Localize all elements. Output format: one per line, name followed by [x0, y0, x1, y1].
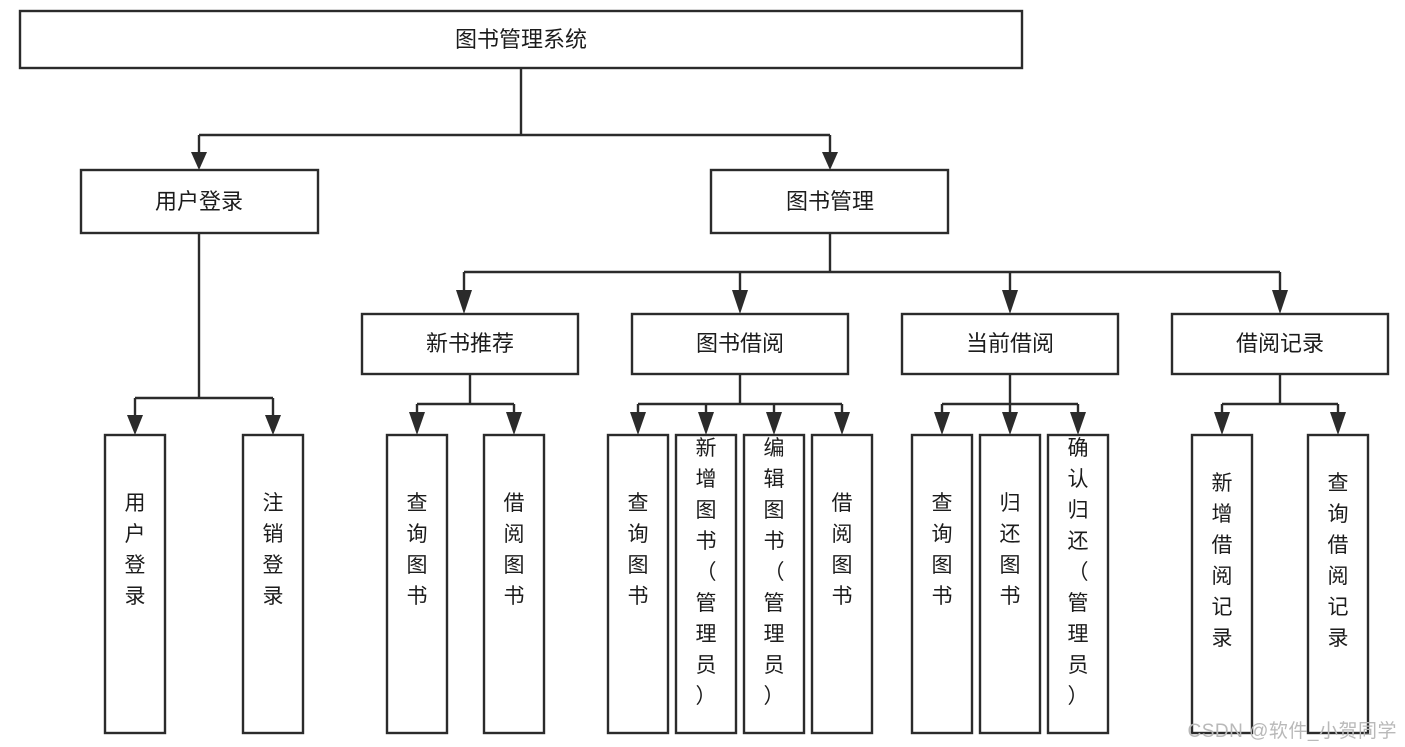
- connector-layer: [127, 69, 1346, 435]
- node-root-box[interactable]: [18, 9, 1024, 70]
- arrow-to-leaf-logout: [265, 415, 281, 435]
- leaf-user-login-box[interactable]: [103, 433, 167, 735]
- leaf-logout[interactable]: 注销登录: [241, 433, 305, 735]
- leaf-bb-query-book-box[interactable]: [606, 433, 670, 735]
- arrow-to-user-login: [191, 152, 207, 170]
- leaf-logout-label: 注销登录: [263, 492, 284, 608]
- arrow-br-leaf-1: [1214, 412, 1230, 435]
- leaf-cb-return-book-box[interactable]: [978, 433, 1042, 735]
- leaf-br-query-record-box[interactable]: [1306, 433, 1370, 735]
- leaf-br-add-record-label: 新增借阅记录: [1212, 472, 1233, 650]
- node-new-book-recommend-box[interactable]: [360, 312, 580, 376]
- node-user-login-box[interactable]: [79, 168, 320, 235]
- node-root[interactable]: 图书管理系统: [18, 9, 1024, 70]
- leaf-cb-query-book-box[interactable]: [910, 433, 974, 735]
- leaf-nbr-borrow-book-box[interactable]: [482, 433, 546, 735]
- leaf-user-login-label: 用户登录: [125, 492, 146, 608]
- arrow-to-borrow-record: [1272, 290, 1288, 314]
- arrow-bb-leaf-2: [698, 412, 714, 435]
- node-user-login[interactable]: 用户登录: [79, 168, 320, 235]
- leaf-logout-box[interactable]: [241, 433, 305, 735]
- leaf-bb-query-book-label: 查询图书: [628, 492, 649, 608]
- leaf-cb-return-book-label: 归还图书: [1000, 492, 1021, 608]
- node-current-borrow[interactable]: 当前借阅: [900, 312, 1120, 376]
- arrow-to-book-borrow: [732, 290, 748, 314]
- leaf-bb-query-book[interactable]: 查询图书: [606, 433, 670, 735]
- leaf-nbr-query-book[interactable]: 查询图书: [385, 433, 449, 735]
- leaf-bb-add-book[interactable]: 新增图书（管理员）: [674, 433, 738, 735]
- node-borrow-record-box[interactable]: [1170, 312, 1390, 376]
- arrow-bb-leaf-1: [630, 412, 646, 435]
- arrow-to-book-manage: [822, 152, 838, 170]
- arrow-bb-leaf-3: [766, 412, 782, 435]
- leaf-bb-add-book-box[interactable]: [674, 433, 738, 735]
- leaf-br-add-record-box[interactable]: [1190, 433, 1254, 735]
- leaf-bb-borrow-book-box[interactable]: [810, 433, 874, 735]
- leaf-cb-return-book[interactable]: 归还图书: [978, 433, 1042, 735]
- leaf-br-query-record[interactable]: 查询借阅记录: [1306, 433, 1370, 735]
- node-book-borrow-label: 图书借阅: [696, 331, 784, 356]
- leaf-bb-borrow-book-label: 借阅图书: [832, 492, 853, 608]
- leaf-nbr-borrow-book-label: 借阅图书: [504, 492, 525, 608]
- arrow-to-current-borrow: [1002, 290, 1018, 314]
- leaf-cb-query-book[interactable]: 查询图书: [910, 433, 974, 735]
- node-book-borrow-box[interactable]: [630, 312, 850, 376]
- node-book-borrow[interactable]: 图书借阅: [630, 312, 850, 376]
- arrow-cb-leaf-1: [934, 412, 950, 435]
- leaf-cb-confirm-return-box[interactable]: [1046, 433, 1110, 735]
- node-current-borrow-label: 当前借阅: [966, 331, 1054, 356]
- node-root-label: 图书管理系统: [455, 27, 587, 52]
- leaf-nbr-query-book-label: 查询图书: [407, 492, 428, 608]
- node-new-book-recommend-label: 新书推荐: [426, 331, 514, 356]
- arrow-bb-leaf-4: [834, 412, 850, 435]
- node-book-manage[interactable]: 图书管理: [709, 168, 950, 235]
- node-book-manage-box[interactable]: [709, 168, 950, 235]
- leaf-br-query-record-label: 查询借阅记录: [1328, 472, 1349, 650]
- node-current-borrow-box[interactable]: [900, 312, 1120, 376]
- node-user-login-label: 用户登录: [155, 189, 243, 214]
- arrow-br-leaf-2: [1330, 412, 1346, 435]
- leaf-user-login[interactable]: 用户登录: [103, 433, 167, 735]
- arrow-nbr-leaf-2: [506, 412, 522, 435]
- leaf-nbr-query-book-box[interactable]: [385, 433, 449, 735]
- leaf-bb-edit-book-label: 编辑图书（管理员）: [764, 437, 785, 708]
- arrow-nbr-leaf-1: [409, 412, 425, 435]
- leaf-nbr-borrow-book[interactable]: 借阅图书: [482, 433, 546, 735]
- leaf-cb-query-book-label: 查询图书: [932, 492, 953, 608]
- leaf-cb-confirm-return-label: 确认归还（管理员）: [1068, 437, 1089, 708]
- arrow-cb-leaf-3: [1070, 412, 1086, 435]
- leaf-bb-add-book-label: 新增图书（管理员）: [696, 437, 717, 708]
- node-book-manage-label: 图书管理: [786, 189, 874, 214]
- arrow-cb-leaf-2: [1002, 412, 1018, 435]
- node-new-book-recommend[interactable]: 新书推荐: [360, 312, 580, 376]
- leaf-cb-confirm-return[interactable]: 确认归还（管理员）: [1046, 433, 1110, 735]
- leaf-br-add-record[interactable]: 新增借阅记录: [1190, 433, 1254, 735]
- leaf-bb-edit-book[interactable]: 编辑图书（管理员）: [742, 433, 806, 735]
- arrow-to-leaf-user-login: [127, 415, 143, 435]
- node-borrow-record[interactable]: 借阅记录: [1170, 312, 1390, 376]
- leaf-bb-borrow-book[interactable]: 借阅图书: [810, 433, 874, 735]
- leaf-bb-edit-book-box[interactable]: [742, 433, 806, 735]
- node-borrow-record-label: 借阅记录: [1236, 331, 1324, 356]
- arrow-to-new-book-recommend: [456, 290, 472, 314]
